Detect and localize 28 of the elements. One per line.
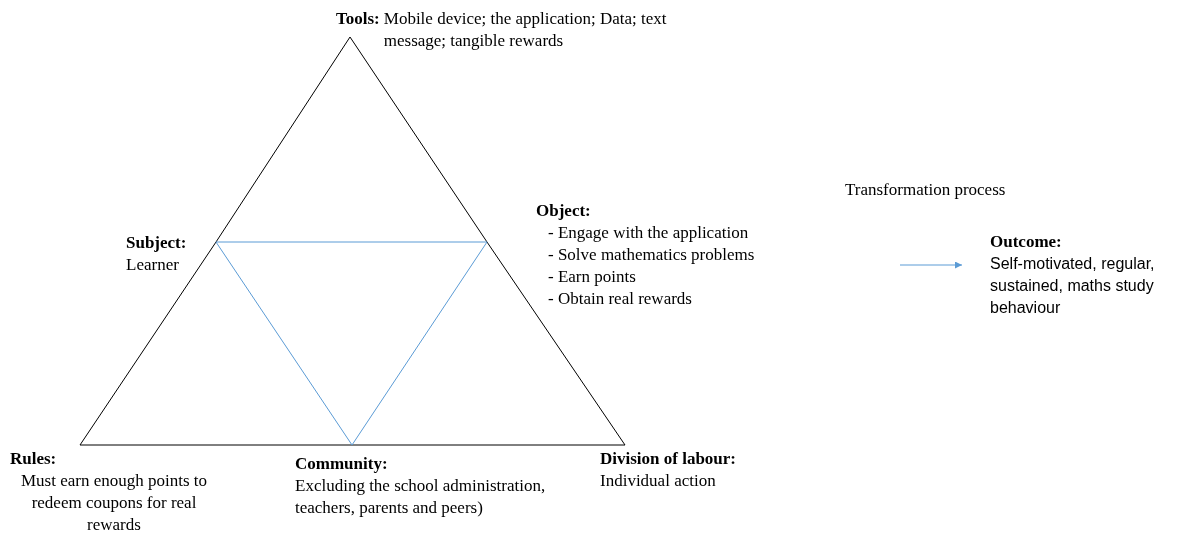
node-heading: Subject: — [126, 232, 187, 254]
node-description: Individual action — [600, 470, 717, 492]
node-description: Must earn enough points to redeem coupons for real rewards — [19, 470, 208, 536]
node-heading: Division of labour: — [600, 448, 737, 470]
arrow — [899, 261, 963, 269]
connector-line — [215, 241, 488, 243]
connector-line — [79, 444, 353, 446]
connector-line — [351, 241, 488, 446]
list-item: - Solve mathematics problems — [547, 244, 755, 266]
node-heading: Rules: — [10, 448, 58, 470]
node-heading: Object: — [536, 200, 592, 222]
connector-line — [215, 241, 353, 446]
node-description: Self-motivated, regular, sustained, maths study behaviour — [990, 254, 1156, 318]
process-label: Transformation process — [845, 179, 1006, 201]
list-item: - Obtain real rewards — [547, 288, 693, 310]
node-description: Mobile device; the application; Data; text message; tangible rewards — [383, 8, 668, 52]
connector-line — [349, 36, 488, 243]
list-item: - Earn points — [547, 266, 637, 288]
list-item: - Engage with the application — [547, 222, 750, 244]
connector-line — [215, 36, 351, 243]
connector-line — [351, 444, 626, 446]
connector-line — [79, 241, 217, 446]
node-heading: Outcome: — [990, 231, 1063, 253]
node-description: Learner — [126, 254, 180, 276]
node-heading: Tools: — [336, 8, 380, 30]
connector-line — [486, 241, 626, 446]
node-heading: Community: — [295, 453, 389, 475]
node-description: Excluding the school administration, teachers, parents and peers) — [295, 475, 547, 519]
